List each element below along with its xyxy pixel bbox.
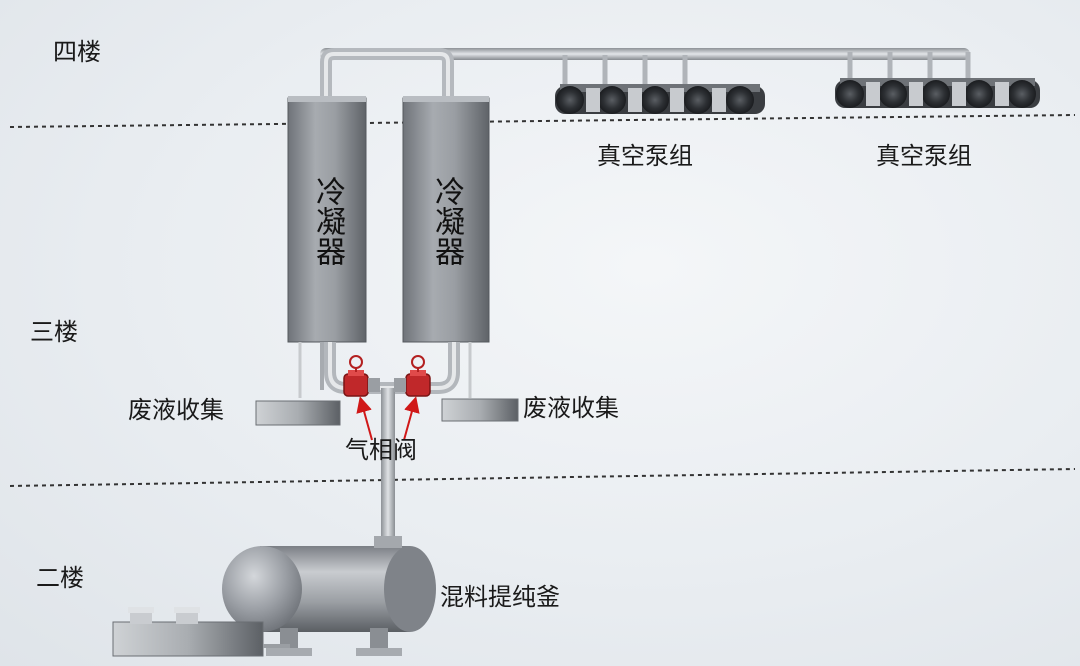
- condenser-left-vessel: [287, 96, 367, 343]
- vapor-valve-label: 气相阀: [345, 436, 417, 464]
- pump-group-right: [835, 78, 1040, 108]
- arrow-left: [356, 396, 373, 441]
- waste-left-label: 废液收集: [128, 396, 224, 424]
- divider-fourth-third: [9, 114, 1076, 128]
- floor-label-second: 二楼: [36, 564, 84, 592]
- condenser-left-label: 冷凝器: [310, 176, 345, 266]
- vapor-valve-left: [343, 355, 380, 397]
- floor-label-fourth: 四楼: [53, 38, 101, 66]
- kettle-vessel: [222, 536, 436, 656]
- floor-label-third: 三楼: [30, 318, 78, 346]
- pump-group-left-label: 真空泵组: [597, 142, 693, 170]
- condenser-right-label: 冷凝器: [429, 176, 464, 266]
- pump-group-right-label: 真空泵组: [876, 142, 972, 170]
- pump-drop-pipes: [562, 52, 971, 86]
- waste-right-label: 废液收集: [523, 394, 619, 422]
- header-pipe: [320, 48, 970, 100]
- main-vertical-pipe: [381, 388, 395, 556]
- waste-box-right: [441, 398, 519, 422]
- divider-third-second: [9, 468, 1076, 487]
- arrow-right: [403, 396, 420, 441]
- waste-box-left: [255, 400, 341, 426]
- feed-motor-unit: [112, 607, 290, 657]
- vapor-valve-right: [394, 355, 431, 397]
- kettle-label: 混料提纯釜: [440, 583, 560, 611]
- pump-group-left: [555, 84, 765, 114]
- condenser-right-vessel: [402, 96, 490, 343]
